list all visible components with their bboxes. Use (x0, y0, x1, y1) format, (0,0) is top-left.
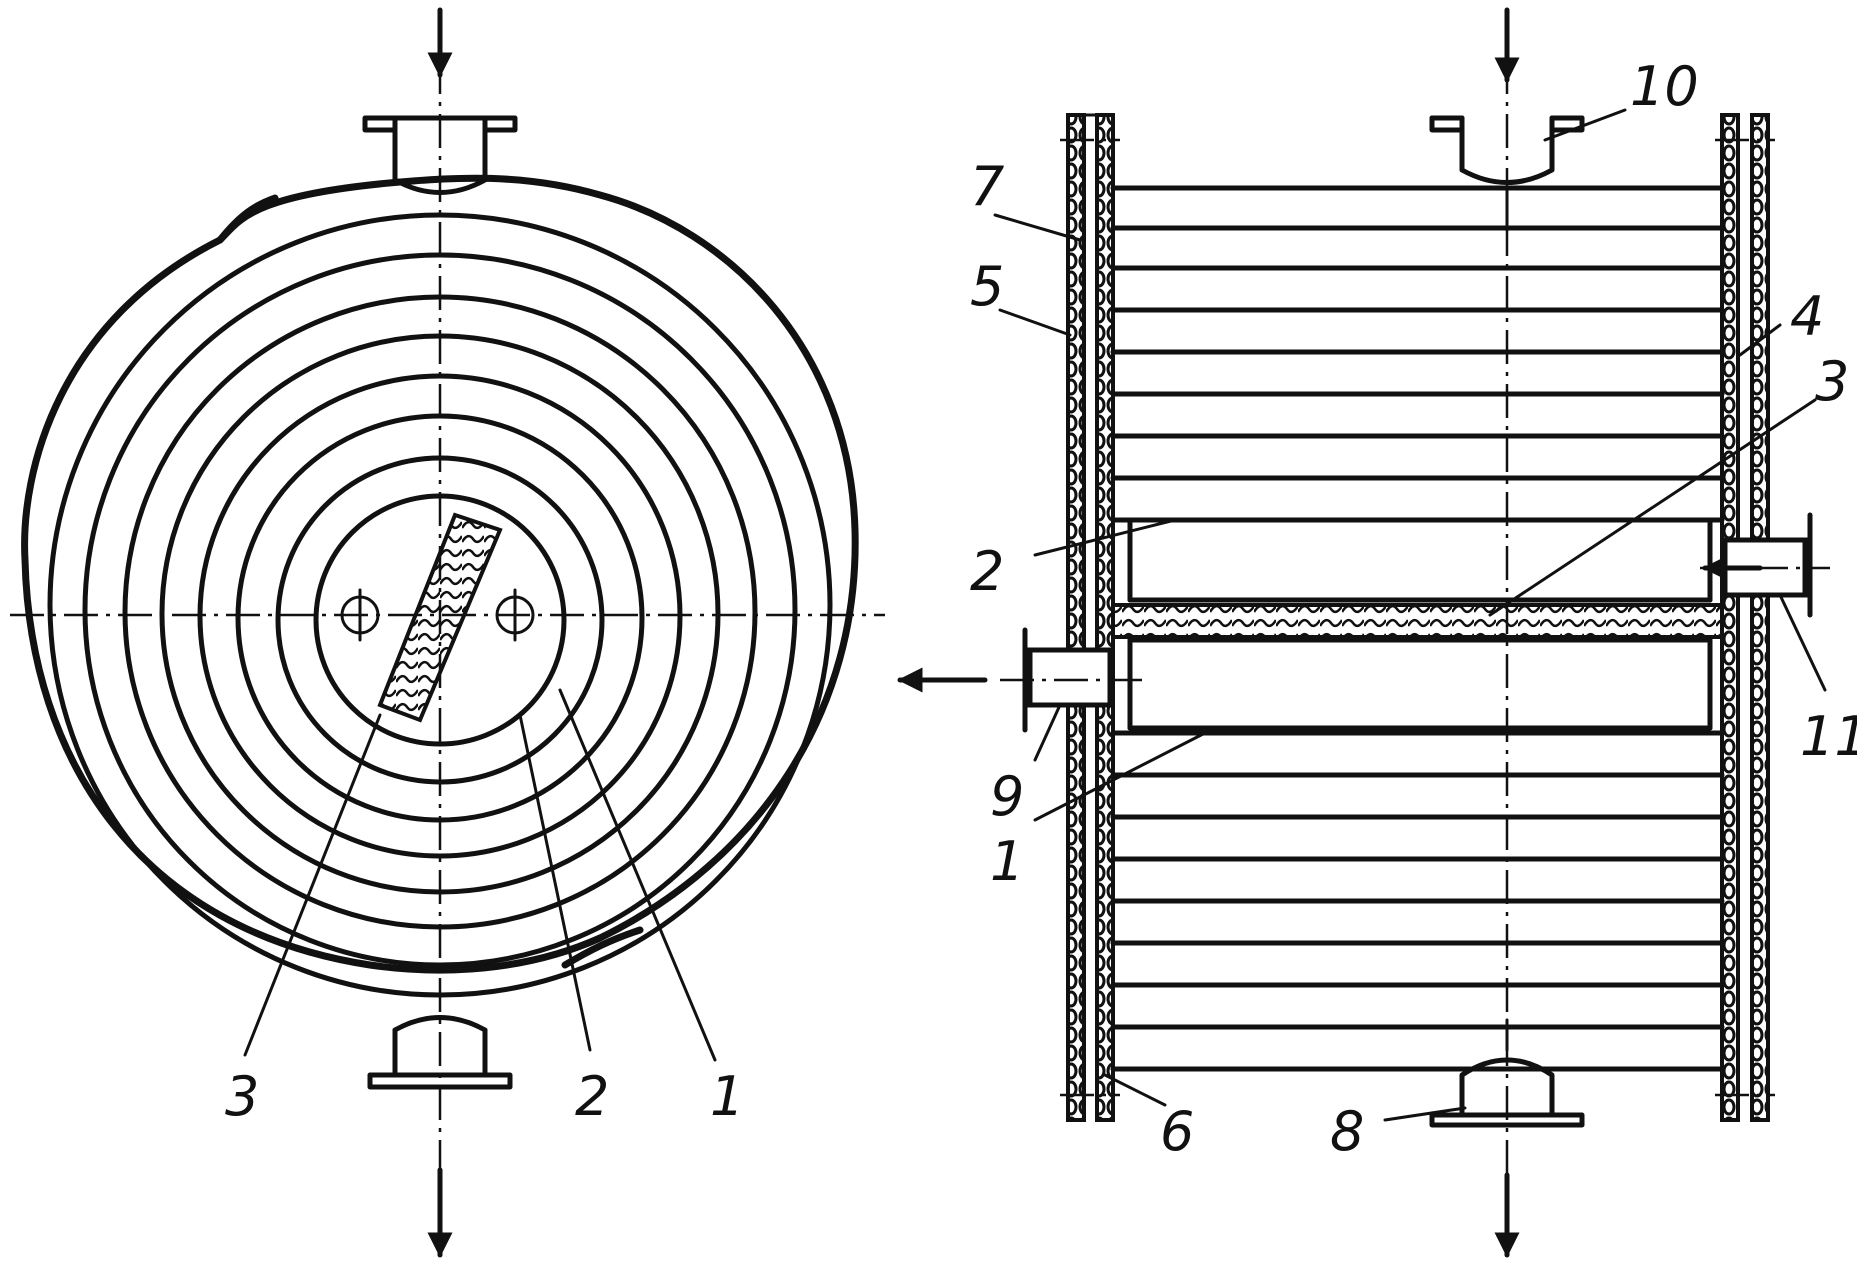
spiral-shell-bulge-top (216, 194, 279, 244)
central-core (1111, 517, 1724, 731)
section-callout-7: 7 (970, 155, 1004, 218)
section-callout-8: 8 (1330, 1100, 1364, 1163)
section-callout-3: 3 (1815, 350, 1849, 413)
spiral-callout-1: 1 (710, 1065, 744, 1128)
right-cover-plates (1720, 113, 1770, 1122)
spiral-bottom-nozzle (367, 1015, 513, 1090)
section-callout-9: 9 (990, 765, 1024, 828)
spiral-callout-2: 2 (575, 1065, 609, 1128)
right-outer-cover (1750, 113, 1770, 1122)
section-callout-6: 6 (1160, 1100, 1194, 1163)
central-partition-plate (1111, 603, 1724, 639)
longitudinal-section-view: 10 7 5 4 3 2 9 1 11 6 8 (970, 7, 1857, 1258)
section-callout-4: 4 (1790, 285, 1824, 348)
spiral-callout-3: 3 (225, 1065, 259, 1128)
section-callout-11: 11 (1800, 705, 1857, 768)
left-cover-plates (1066, 113, 1115, 1122)
spiral-leader-lines (243, 688, 717, 1062)
section-callout-5: 5 (970, 255, 1004, 318)
section-callout-2: 2 (970, 540, 1004, 603)
section-leader-lines (993, 108, 1827, 1122)
section-callout-10: 10 (1630, 55, 1699, 118)
spiral-outer-shell (21, 174, 859, 974)
section-callout-1: 1 (990, 830, 1024, 893)
left-inner-cover (1095, 113, 1115, 1122)
right-inner-cover (1720, 113, 1740, 1122)
spiral-cross-section-view: 3 2 1 (10, 7, 885, 1258)
left-outer-cover (1066, 113, 1086, 1122)
